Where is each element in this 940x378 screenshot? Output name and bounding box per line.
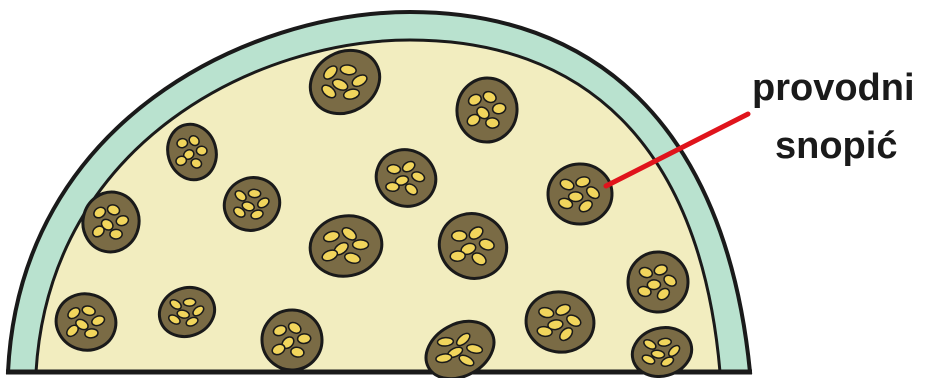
xylem-cell [485,117,499,128]
xylem-cell [110,229,122,239]
xylem-cell [297,333,311,344]
xylem-cell [450,250,466,261]
vascular-bundle [547,163,613,225]
label-line-2: snopić [775,125,897,167]
xylem-cell [437,337,453,346]
xylem-cell [183,298,196,306]
label-line-1: provodni [752,67,915,109]
xylem-cell [452,231,467,241]
xylem-cell [84,328,98,338]
xylem-cell [353,240,369,250]
xylem-cell [196,146,207,156]
xylem-cell [248,189,261,198]
xylem-cell [387,164,401,174]
xylem-cell [386,182,399,191]
vascular-bundle [626,250,689,313]
